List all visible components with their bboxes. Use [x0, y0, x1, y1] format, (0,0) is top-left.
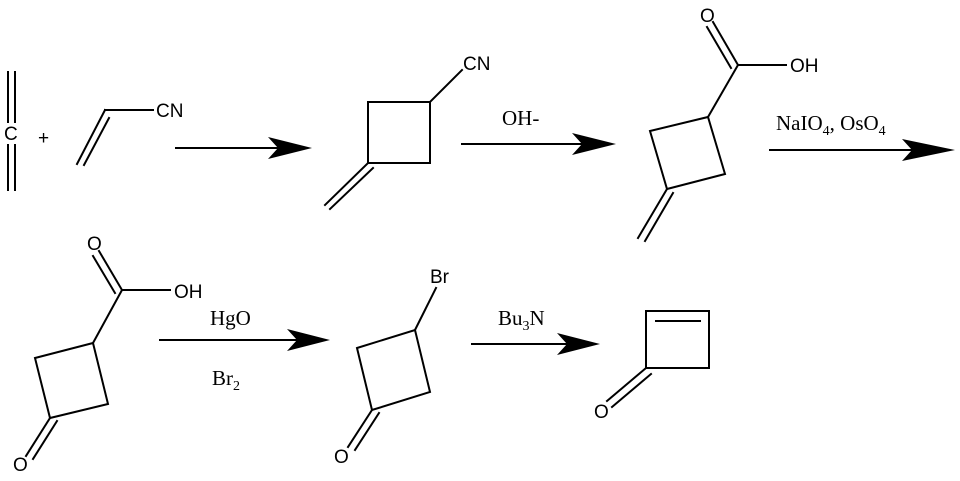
reaction-arrow-2: OH-: [461, 106, 616, 155]
carbonyl-o-label: O: [87, 234, 102, 255]
br-label: Br: [430, 267, 450, 288]
oxocyclobutanecarboxylic-acid: O OH O: [13, 234, 203, 476]
reaction-arrow-1: [175, 137, 312, 159]
reaction-arrow-4: HgO Br2: [159, 306, 330, 394]
ketone-o-label: O: [13, 455, 28, 476]
oh-label: OH: [790, 56, 819, 77]
ketone-o-label: O: [594, 402, 609, 423]
ketone-o-label: O: [334, 447, 349, 468]
cyclobutenone: O: [594, 310, 710, 423]
reagent-periodate-osmium: NaIO4, OsO4: [776, 111, 886, 139]
acrylonitrile: CN: [75, 101, 183, 167]
allene-carbon-label: C: [4, 124, 18, 145]
reagent-hydroxide: OH-: [502, 106, 539, 130]
allene: C: [4, 71, 18, 191]
reaction-arrow-5: Bu3N: [471, 306, 600, 355]
cn-label: CN: [156, 101, 183, 122]
plus-sign: +: [38, 128, 49, 149]
carbonyl-o-label: O: [700, 6, 715, 27]
reagent-mercuric-oxide: HgO: [210, 306, 251, 330]
oh-label: OH: [174, 282, 203, 303]
bromocyclobutanone: Br O: [334, 267, 450, 468]
methylenecyclobutanecarbonitrile: CN: [323, 54, 490, 211]
reaction-arrow-3: NaIO4, OsO4: [769, 111, 955, 161]
reagent-tributylamine: Bu3N: [498, 306, 545, 334]
reagent-bromine: Br2: [212, 366, 240, 394]
cn-label: CN: [463, 54, 490, 75]
methylenecyclobutanecarboxylic-acid: O OH: [636, 6, 819, 243]
